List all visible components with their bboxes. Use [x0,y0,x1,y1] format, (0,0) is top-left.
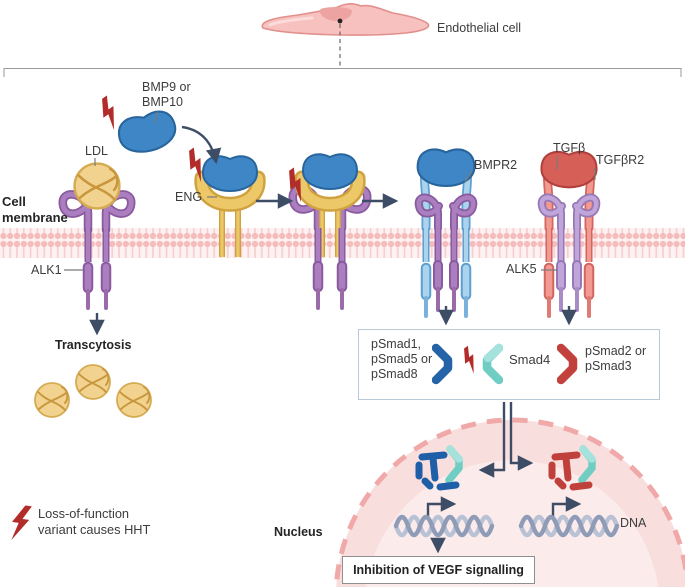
dna-label: DNA [620,516,647,530]
bmp9-label: BMP9 or BMP10 [142,80,191,109]
bmpr2-label: BMPR2 [474,158,518,172]
ldl-particle-icon [75,364,111,400]
smad4-label: Smad4 [509,352,551,367]
dna-helix-icon [393,514,620,538]
inhibition-vegf-label: Inhibition of VEGF signalling [353,563,524,577]
nucleus-region [333,417,685,587]
psmad23-label: pSmad2 or pSmad3 [585,344,647,373]
alk1-ldl-receptor [58,162,136,310]
bmp-ligand-icon [302,153,358,190]
psmad23-protein-icon [557,343,578,385]
tgfb-receptor-complex [537,151,601,318]
psmad158-protein-icon [432,343,453,385]
ldl-label: LDL [85,144,108,158]
legend-bolt-icon [9,503,32,543]
tgfbr2-label: TGFβR2 [596,153,645,167]
smad4-protein-icon [482,343,503,385]
tgfb-ligand-icon [540,151,598,189]
hht-bolt-icon [464,345,474,374]
alk1-label: ALK1 [31,263,62,277]
tgfb-label: TGFβ [553,141,586,155]
ldl-particle-icon [73,162,121,210]
eng-bmp9-complex [181,147,266,257]
smad-complex-tgfb-icon [548,445,596,491]
inhibition-vegf-box: Inhibition of VEGF signalling [342,556,535,584]
smad-complex-bmp-icon [415,445,463,491]
psmad158-label: pSmad1, pSmad5 or pSmad8 [371,337,433,381]
ldl-particle-icon [34,382,70,418]
bmpr2-alk1-complex [414,148,478,318]
bmp-ligand-icon [202,155,258,192]
cell-membrane-label: Cell membrane [2,194,68,225]
transcytosed-ldl-particles [34,364,152,418]
bmp-ligand-icon [114,107,181,159]
smad-signalling-box: pSmad1, pSmad5 or pSmad8 Smad4 pSmad2 or… [358,329,660,400]
transcytosis-label: Transcytosis [55,338,132,352]
eng-label: ENG [175,190,203,204]
nucleus-label: Nucleus [274,525,323,539]
alk5-label: ALK5 [506,262,537,276]
ldl-particle-icon [116,382,152,418]
legend-text: Loss-of-function variant causes HHT [38,506,151,537]
bracket-line [3,68,682,77]
flow-arrows [89,125,582,554]
endothelial-cell-label: Endothelial cell [437,21,522,35]
label-leader-lines [64,111,596,271]
endothelial-cell-icon [261,3,430,36]
